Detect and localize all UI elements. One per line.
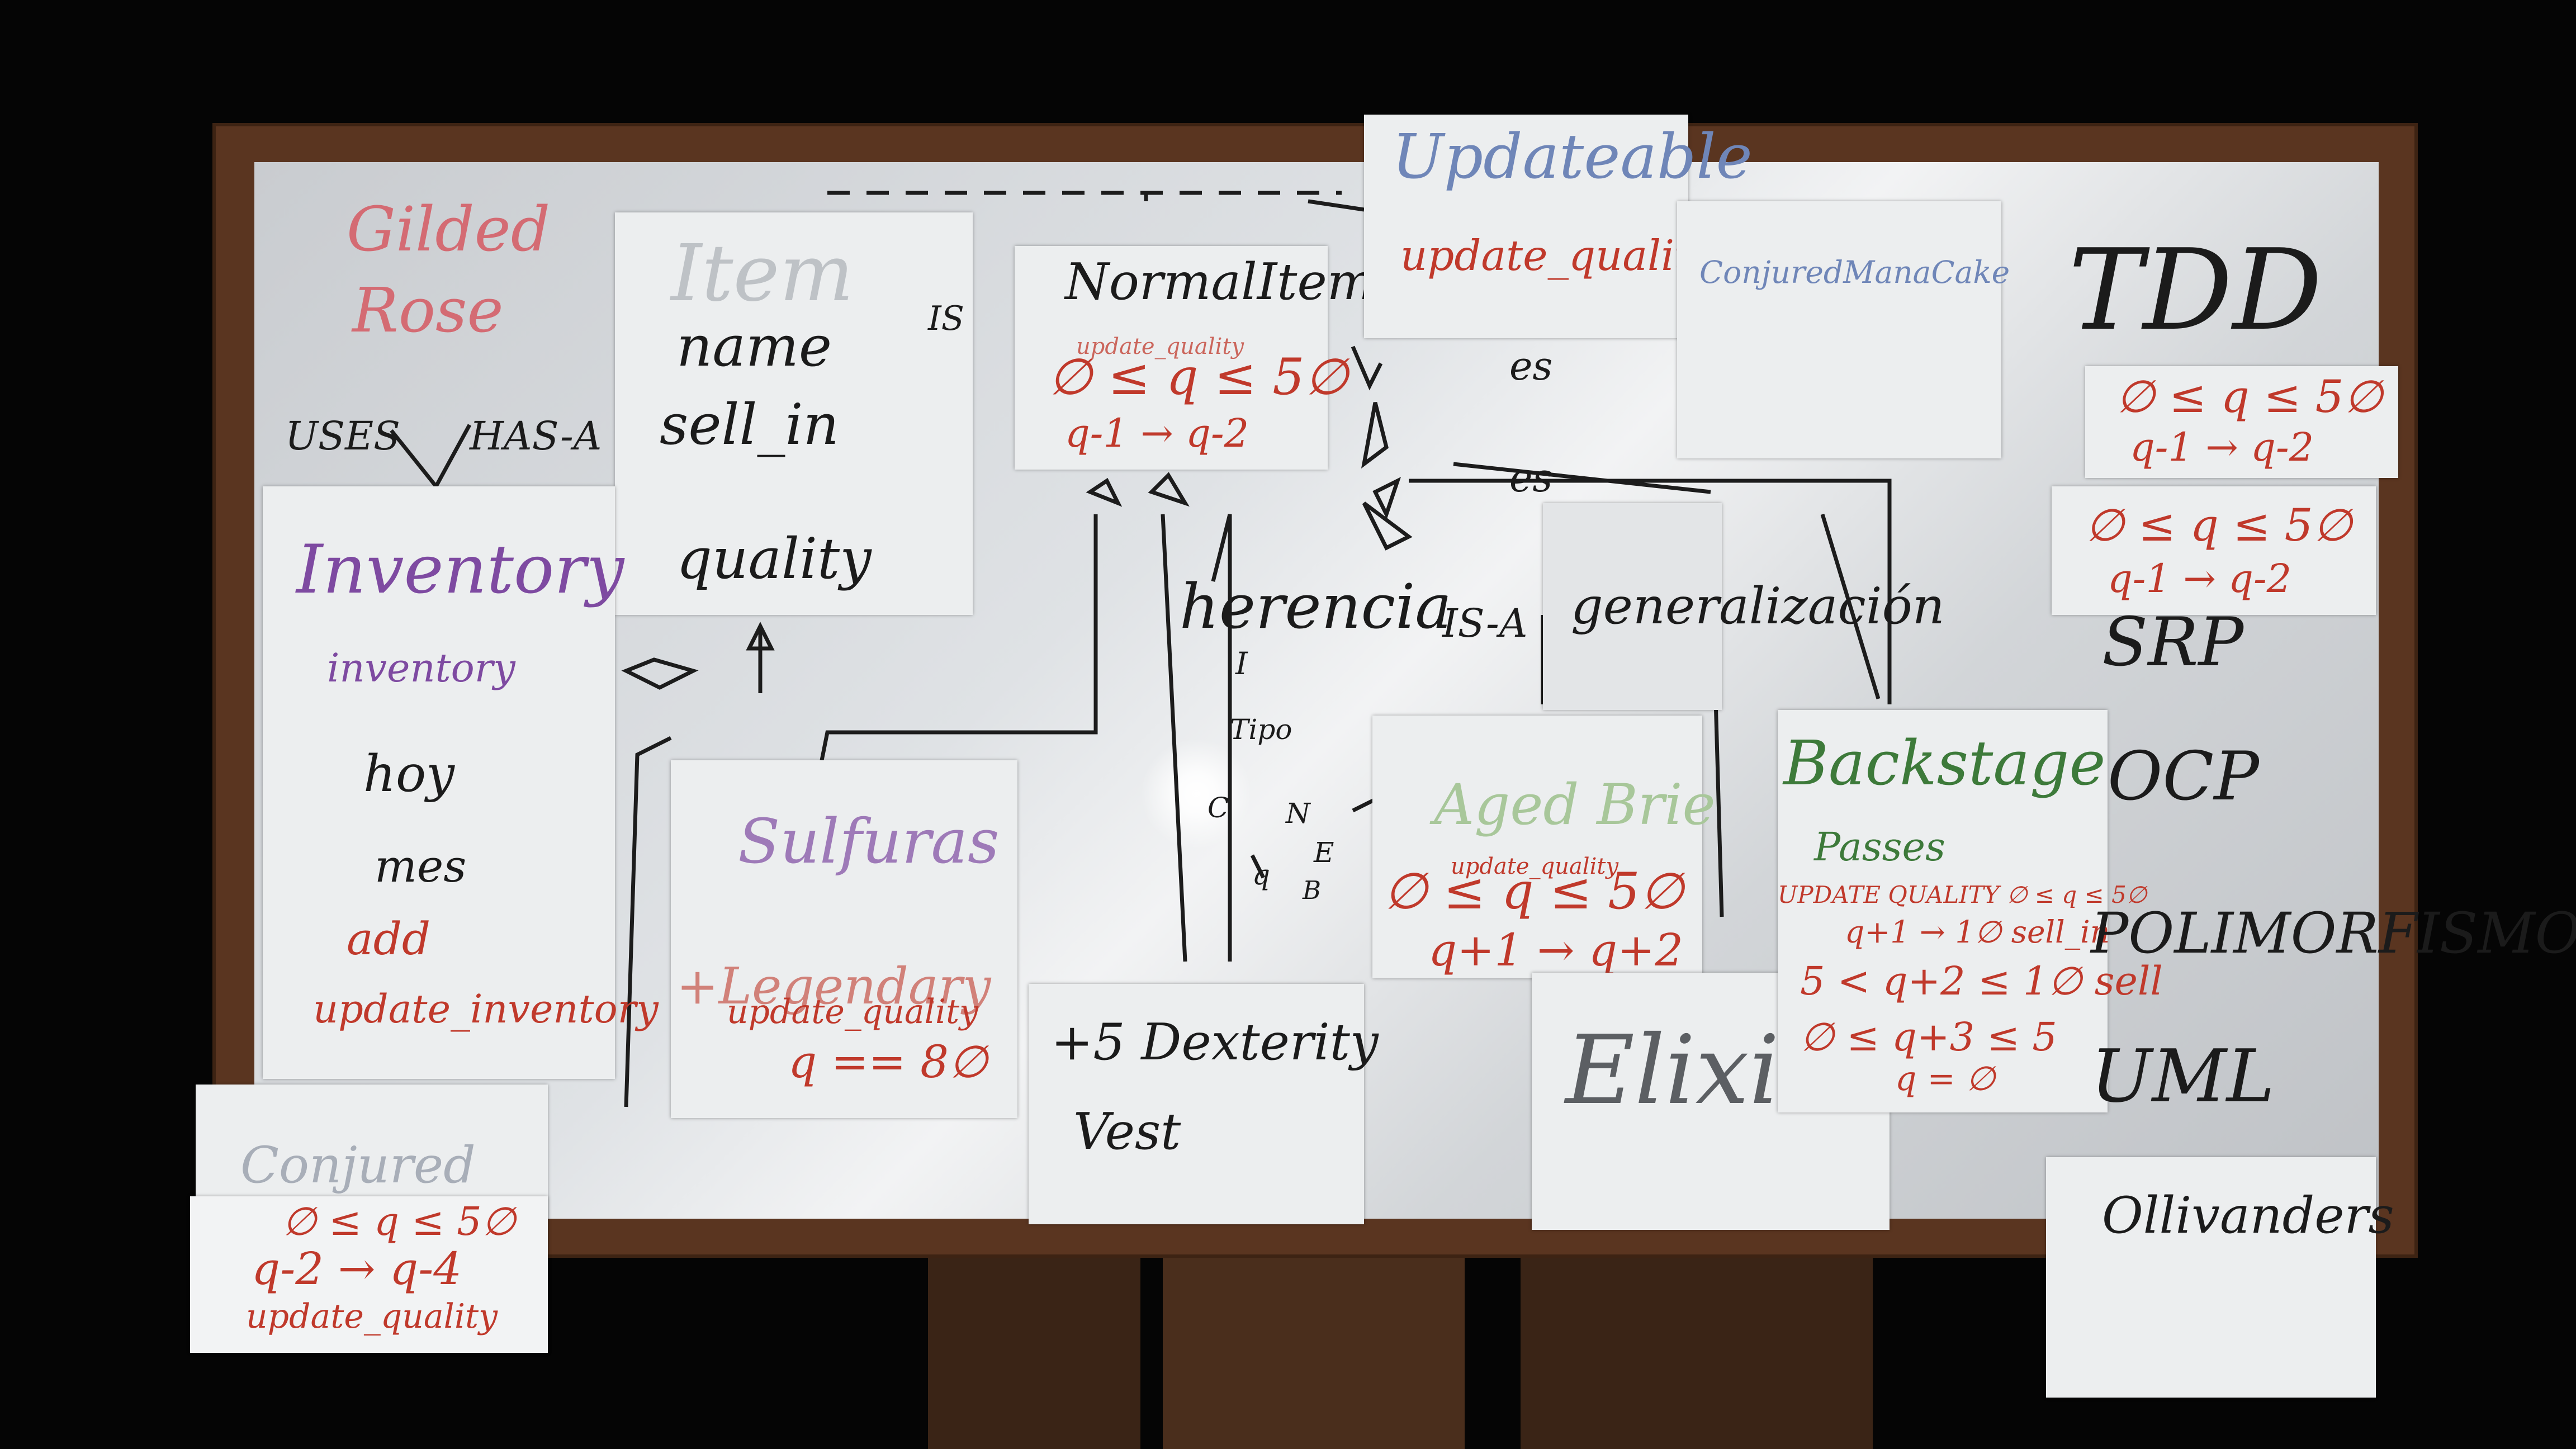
updateable-method: update_quality — [1400, 231, 1715, 280]
tree-letter-tipo: Tipo — [1230, 713, 1292, 746]
aged-brie-note: Aged Brie update_quality ∅ ≤ q ≤ 5∅ q+1 … — [1372, 716, 1716, 978]
updateable-note: Updateable update_quality — [1364, 115, 1753, 338]
is-label: IS — [928, 299, 964, 338]
sulfuras-rule: q == 8∅ — [788, 1036, 988, 1088]
inventory-title: Inventory — [296, 531, 624, 609]
easel-leg-center — [1163, 1252, 1465, 1449]
dexterity-vest-line2: Vest — [1073, 1102, 1181, 1161]
ollivanders-note: Ollivanders — [2046, 1157, 2394, 1398]
uml-label: UML — [2091, 1034, 2275, 1119]
backstage-rule-4: ∅ ≤ q+3 ≤ 5 — [1800, 1014, 2057, 1060]
item-attribute-quality: quality — [676, 526, 872, 591]
right-rule-b-range: ∅ ≤ q ≤ 5∅ — [2085, 499, 2352, 551]
has-a-label: HAS-A — [470, 413, 602, 459]
tdd-label: TDD — [2068, 225, 2323, 356]
dexterity-vest-note: +5 Dexterity Vest — [1029, 984, 1379, 1224]
easel-leg-left — [928, 1252, 1140, 1449]
backstage-rule-1: UPDATE QUALITY ∅ ≤ q ≤ 5∅ — [1778, 881, 2147, 908]
ollivanders-label: Ollivanders — [2102, 1186, 2394, 1245]
item-class-title: Item — [671, 228, 854, 319]
conjured-rules-note: ∅ ≤ q ≤ 5∅ q-2 → q-4 update_quality — [190, 1196, 548, 1353]
conjured-mana-cake-note: ConjuredManaCake — [1677, 201, 2010, 458]
normal-item-note: NormalItem update_quality ∅ ≤ q ≤ 5∅ q-1… — [1015, 246, 1375, 470]
backstage-title-line2: Passes — [1814, 824, 1945, 870]
aged-brie-rule-range: ∅ ≤ q ≤ 5∅ — [1384, 862, 1684, 921]
tree-letter-n: N — [1286, 797, 1310, 830]
ocp-label: OCP — [2108, 738, 2259, 816]
normal-item-rule-change: q-1 → q-2 — [1065, 410, 1249, 456]
light-glare — [1140, 738, 1252, 850]
aged-brie-rule-change: q+1 → q+2 — [1428, 924, 1684, 976]
generalizacion-label: generalización — [1571, 577, 1945, 636]
right-rule-a-range: ∅ ≤ q ≤ 5∅ — [2116, 371, 2383, 423]
sulfuras-subtitle: +Legendary — [676, 957, 991, 1016]
backstage-rule-3: 5 < q+2 ≤ 1∅ sell — [1800, 958, 2163, 1004]
board-title-line2: Rose — [352, 274, 504, 346]
right-rule-b-change: q-1 → q-2 — [2108, 556, 2292, 602]
aged-brie-method: update_quality — [1451, 854, 1619, 879]
updateable-es-label: es — [1509, 343, 1553, 389]
es-label: es — [1509, 455, 1553, 501]
herencia-label: herencia — [1180, 571, 1452, 642]
board-title-line1: Gilded — [347, 193, 551, 265]
sulfuras-note: Sulfuras +Legendary update_quality q == … — [671, 760, 1017, 1118]
right-rule-note-a: ∅ ≤ q ≤ 5∅ q-1 → q-2 — [2085, 366, 2398, 478]
inventory-method-hoy: hoy — [363, 745, 454, 803]
conjured-title: Conjured — [240, 1136, 476, 1195]
aged-brie-title: Aged Brie — [1434, 772, 1716, 837]
sulfuras-title: Sulfuras — [738, 806, 1000, 877]
inventory-note: Inventory inventory hoy mes add update_i… — [263, 486, 659, 1079]
item-attribute-name: name — [676, 314, 832, 379]
inventory-field: inventory — [327, 645, 515, 691]
polimorfismo-label: POLIMORFISMO — [2091, 901, 2576, 966]
backstage-rule-2: q+1 → 1∅ sell_in — [1845, 914, 2110, 950]
easel-leg-right — [1521, 1252, 1873, 1449]
inventory-method-mes: mes — [375, 840, 467, 892]
conjured-rule-range: ∅ ≤ q ≤ 5∅ — [282, 1199, 516, 1244]
item-class-note: Item name sell_in quality — [615, 212, 973, 615]
normal-item-rule-range: ∅ ≤ q ≤ 5∅ — [1048, 348, 1348, 406]
tree-letter-i: I — [1235, 646, 1248, 681]
updateable-title: Updateable — [1392, 121, 1753, 192]
conjured-method: update_quality — [246, 1297, 498, 1336]
inventory-method-add: add — [347, 913, 431, 965]
conjured-rule-change: q-2 → q-4 — [252, 1243, 462, 1295]
normal-item-title: NormalItem — [1065, 253, 1375, 311]
backstage-passes-note: Backstage Passes UPDATE QUALITY ∅ ≤ q ≤ … — [1778, 710, 2163, 1112]
conjured-mana-cake-label: ConjuredManaCake — [1699, 254, 2010, 290]
tree-letter-b: B — [1303, 875, 1322, 905]
is-a-label: IS-A — [1442, 600, 1528, 646]
tree-letter-q: q — [1252, 859, 1271, 891]
uses-label: USES — [285, 413, 401, 459]
generalizacion-note — [1543, 503, 1722, 710]
tree-letter-c: C — [1208, 792, 1229, 824]
backstage-rule-5: q = ∅ — [1895, 1059, 1996, 1098]
backstage-title-line1: Backstage — [1783, 727, 2106, 799]
item-attribute-sell-in: sell_in — [660, 392, 839, 457]
sulfuras-method: update_quality — [727, 992, 979, 1031]
right-rule-a-change: q-1 → q-2 — [2130, 424, 2314, 470]
dexterity-vest-line1: +5 Dexterity — [1051, 1013, 1379, 1072]
normal-item-method: update_quality — [1076, 334, 1244, 359]
srp-label: SRP — [2102, 604, 2244, 681]
right-rule-note-b: ∅ ≤ q ≤ 5∅ q-1 → q-2 — [2052, 486, 2376, 615]
inventory-method-update-inventory: update_inventory — [313, 986, 659, 1032]
tree-letter-e: E — [1314, 836, 1334, 869]
